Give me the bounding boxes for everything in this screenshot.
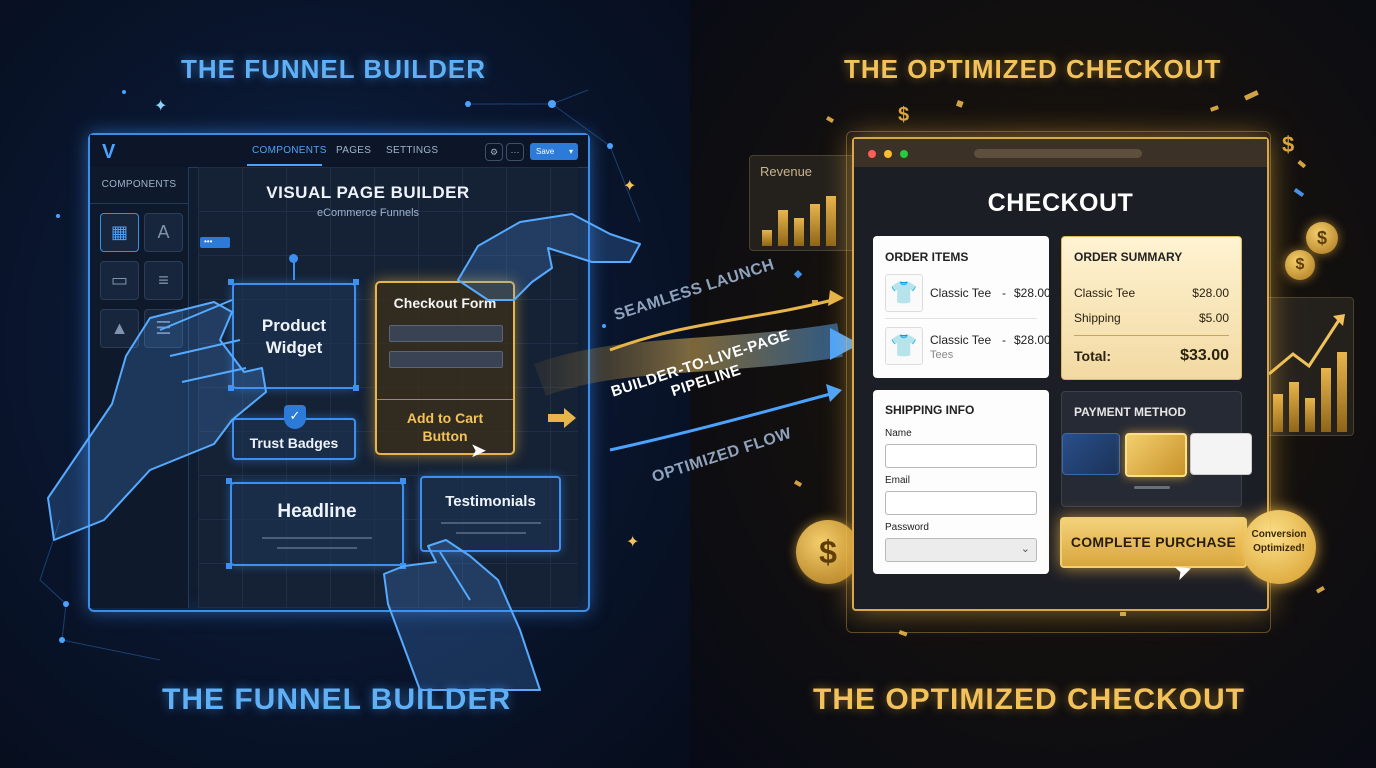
- rotate-handle[interactable]: [289, 254, 298, 263]
- tab-settings[interactable]: SETTINGS: [386, 145, 439, 156]
- dollar-sign-icon: $: [1282, 132, 1295, 157]
- canvas-title: VISUAL PAGE BUILDER: [266, 183, 470, 202]
- complete-purchase-button[interactable]: COMPLETE PURCHASE: [1060, 517, 1247, 568]
- resize-handle[interactable]: [353, 385, 359, 391]
- name-field[interactable]: [885, 444, 1037, 468]
- form-field: [389, 351, 503, 368]
- shipping-info-header: SHIPPING INFO: [885, 403, 975, 417]
- tab-components[interactable]: COMPONENTS: [252, 145, 327, 156]
- order-summary-card: ORDER SUMMARY Classic Tee $28.00 Shippin…: [1061, 236, 1242, 380]
- dollar-coin-icon: $: [796, 520, 860, 584]
- revenue-label: Revenue: [760, 164, 813, 179]
- order-summary-header: ORDER SUMMARY: [1074, 250, 1183, 264]
- tshirt-icon: 👕: [885, 327, 923, 365]
- total-value: $33.00: [1180, 347, 1229, 364]
- payment-method-header: PAYMENT METHOD: [1074, 405, 1187, 419]
- cursor-icon: ➤: [470, 440, 487, 462]
- checkout-form-label: Checkout Form: [393, 295, 497, 311]
- product-widget[interactable]: Product Widget: [232, 283, 356, 389]
- right-heading-top: THE OPTIMIZED CHECKOUT: [844, 54, 1222, 84]
- item-price: $28.00: [1014, 286, 1051, 300]
- components-sidebar: COMPONENTS ▦ A ▭ ≡ ▲ ☰: [90, 167, 189, 608]
- maximize-dot[interactable]: [900, 150, 908, 158]
- address-bar[interactable]: [974, 149, 1142, 158]
- builder-toolbar: [90, 135, 588, 168]
- growth-chart-card: [1262, 297, 1354, 436]
- save-button[interactable]: Save▾: [530, 143, 578, 160]
- sidebar-title: COMPONENTS: [101, 179, 177, 190]
- dollar-sign-icon: $: [898, 104, 910, 126]
- conversion-badge: Conversion Optimized!: [1242, 510, 1316, 584]
- sparkle-icon: ✦: [154, 98, 168, 115]
- chevron-down-icon: ⌄: [1020, 543, 1030, 555]
- pipeline-flow: [534, 290, 860, 452]
- form-field: [389, 325, 503, 342]
- section-chip[interactable]: •••: [200, 237, 230, 248]
- close-dot[interactable]: [868, 150, 876, 158]
- left-heading-bottom: THE FUNNEL BUILDER: [162, 683, 512, 716]
- headline-widget[interactable]: Headline: [230, 482, 404, 566]
- tab-pages[interactable]: PAGES: [336, 145, 372, 156]
- shipping-info-card: SHIPPING INFO Name Email Password ⌄: [873, 390, 1049, 574]
- item-price: $28.00: [1014, 333, 1051, 347]
- checkout-title: CHECKOUT: [987, 189, 1134, 217]
- revenue-chart-card: Revenue: [749, 155, 861, 251]
- email-field[interactable]: [885, 491, 1037, 515]
- left-heading-top: THE FUNNEL BUILDER: [181, 54, 486, 84]
- paragraph-component-icon[interactable]: ≡: [144, 261, 183, 300]
- right-heading-bottom: THE OPTIMIZED CHECKOUT: [813, 683, 1245, 716]
- add-to-cart-button[interactable]: Add to Cart Button: [406, 410, 484, 444]
- item-name: Classic Tee: [930, 286, 992, 300]
- payment-card-option[interactable]: [1062, 433, 1120, 475]
- resize-handle[interactable]: [228, 279, 234, 285]
- sparkle-icon: ✦: [623, 178, 637, 195]
- resize-handle[interactable]: [400, 478, 406, 484]
- chevron-down-icon: ▾: [568, 147, 573, 156]
- container-component-icon[interactable]: ▭: [100, 261, 139, 300]
- checkout-form-widget[interactable]: Checkout Form Add to Cart Button: [375, 281, 515, 455]
- minimize-dot[interactable]: [884, 150, 892, 158]
- carousel-indicator: [1134, 486, 1170, 489]
- shield-icon: ✓: [284, 405, 306, 429]
- more-icon[interactable]: ···: [506, 143, 524, 161]
- item-category: Tees: [930, 349, 954, 361]
- grid-component-icon[interactable]: ▦: [100, 213, 139, 252]
- dollar-coin-icon: $: [1285, 250, 1315, 280]
- hands-illustration: [47, 213, 641, 691]
- total-label: Total:: [1074, 348, 1112, 364]
- sparkle-icon: ✦: [626, 534, 640, 551]
- builder-logo: V: [102, 141, 116, 163]
- order-items-card: ORDER ITEMS 👕 Classic Tee - $28.00 👕 Cla…: [873, 236, 1051, 378]
- image-component-icon[interactable]: ▲: [100, 309, 139, 348]
- password-field[interactable]: ⌄: [885, 538, 1037, 562]
- payment-card-option-selected[interactable]: [1125, 433, 1187, 477]
- item-name: Classic Tee: [930, 333, 992, 347]
- settings-icon[interactable]: ⚙: [485, 143, 503, 161]
- tshirt-icon: 👕: [885, 274, 923, 312]
- dollar-coin-icon: $: [1306, 222, 1338, 254]
- resize-handle[interactable]: [226, 563, 232, 569]
- active-tab-indicator: [247, 164, 322, 166]
- order-items-header: ORDER ITEMS: [885, 250, 969, 264]
- payment-card-option[interactable]: [1190, 433, 1252, 475]
- text-component-icon[interactable]: A: [144, 213, 183, 252]
- canvas-subtitle: eCommerce Funnels: [316, 207, 420, 219]
- payment-method-card: PAYMENT METHOD: [1061, 391, 1252, 507]
- resize-handle[interactable]: [226, 478, 232, 484]
- testimonials-widget[interactable]: Testimonials: [420, 476, 561, 552]
- resize-handle[interactable]: [353, 279, 359, 285]
- resize-handle[interactable]: [228, 385, 234, 391]
